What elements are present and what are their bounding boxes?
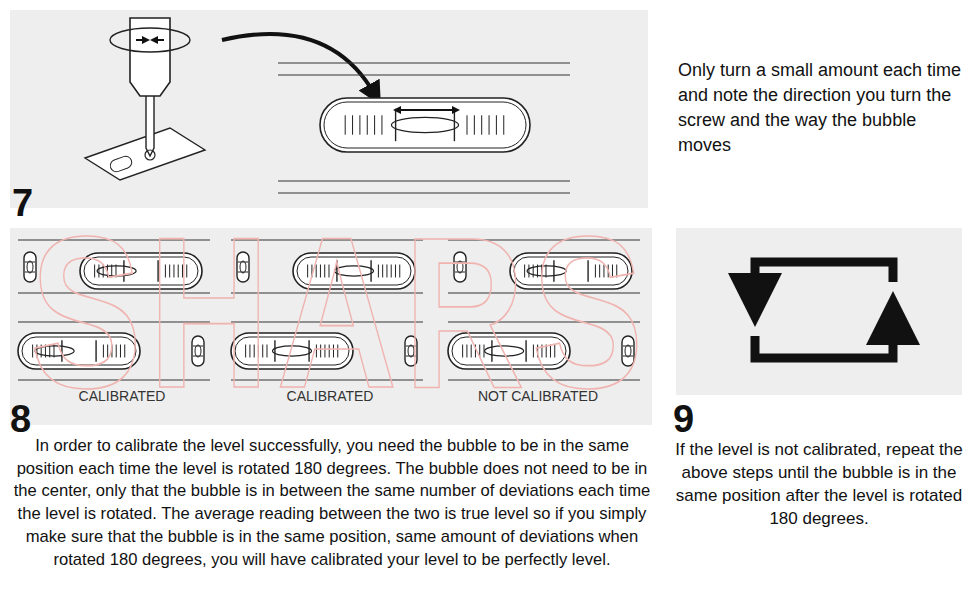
vial-tick: [503, 115, 504, 134]
level-edge: [278, 62, 570, 63]
vial-tick: [374, 115, 375, 134]
vial-tick: [359, 115, 360, 134]
step-panel: CALIBRATEDCALIBRATEDNOT CALIBRATED8: [10, 228, 652, 425]
vial-outline: [320, 98, 530, 152]
vial-tick: [489, 115, 490, 134]
turn-arrow: [154, 39, 164, 41]
vial-tick: [367, 115, 368, 134]
vial-tick: [352, 115, 353, 134]
state-caption: NOT CALIBRATED: [478, 389, 598, 403]
bubble: [391, 117, 458, 132]
step-number: 8: [10, 400, 31, 438]
vial-tick: [345, 115, 346, 134]
step-paragraph: If the level is not calibrated, repeat t…: [670, 438, 968, 530]
screwdriver-handle: [130, 18, 170, 96]
cycle-arrow: [755, 318, 893, 358]
level-edge: [278, 180, 570, 181]
level-edge: [278, 74, 570, 75]
panel-ground: [676, 228, 962, 395]
watermark: SHARS: [30, 205, 650, 420]
vial-tick: [467, 115, 468, 134]
state-caption: CALIBRATED: [287, 389, 374, 403]
level-edge: [278, 192, 570, 193]
turn-arrow: [136, 39, 146, 41]
step-number: 7: [12, 184, 33, 222]
curved-arrow: [222, 34, 375, 95]
step-panel: 9: [676, 228, 962, 395]
step-number: 9: [673, 400, 694, 438]
instruction-note: Only turn a small amount each time and n…: [678, 58, 968, 158]
vial-tick: [496, 115, 497, 134]
screwdriver-shaft: [146, 95, 154, 156]
step-paragraph: In order to calibrate the level successf…: [8, 435, 656, 571]
screw-head: [145, 150, 155, 160]
cycle-arrow: [755, 262, 893, 300]
turn-ring: [110, 28, 190, 52]
vial-mark: [395, 109, 396, 141]
screwdriver-step: [85, 18, 570, 193]
vial-tick: [474, 115, 475, 134]
repeat-icon: [755, 262, 893, 358]
move-arrow: [397, 109, 456, 111]
vial-mark: [454, 109, 455, 141]
vial-tick: [481, 115, 482, 134]
plate-vial: [109, 155, 134, 174]
step-panel: 7: [10, 10, 648, 208]
state-caption: CALIBRATED: [79, 389, 166, 403]
screw-plate: [85, 128, 205, 180]
vial-inner: [324, 102, 526, 148]
vial-tick: [381, 115, 382, 134]
panel-ground: [10, 10, 648, 208]
